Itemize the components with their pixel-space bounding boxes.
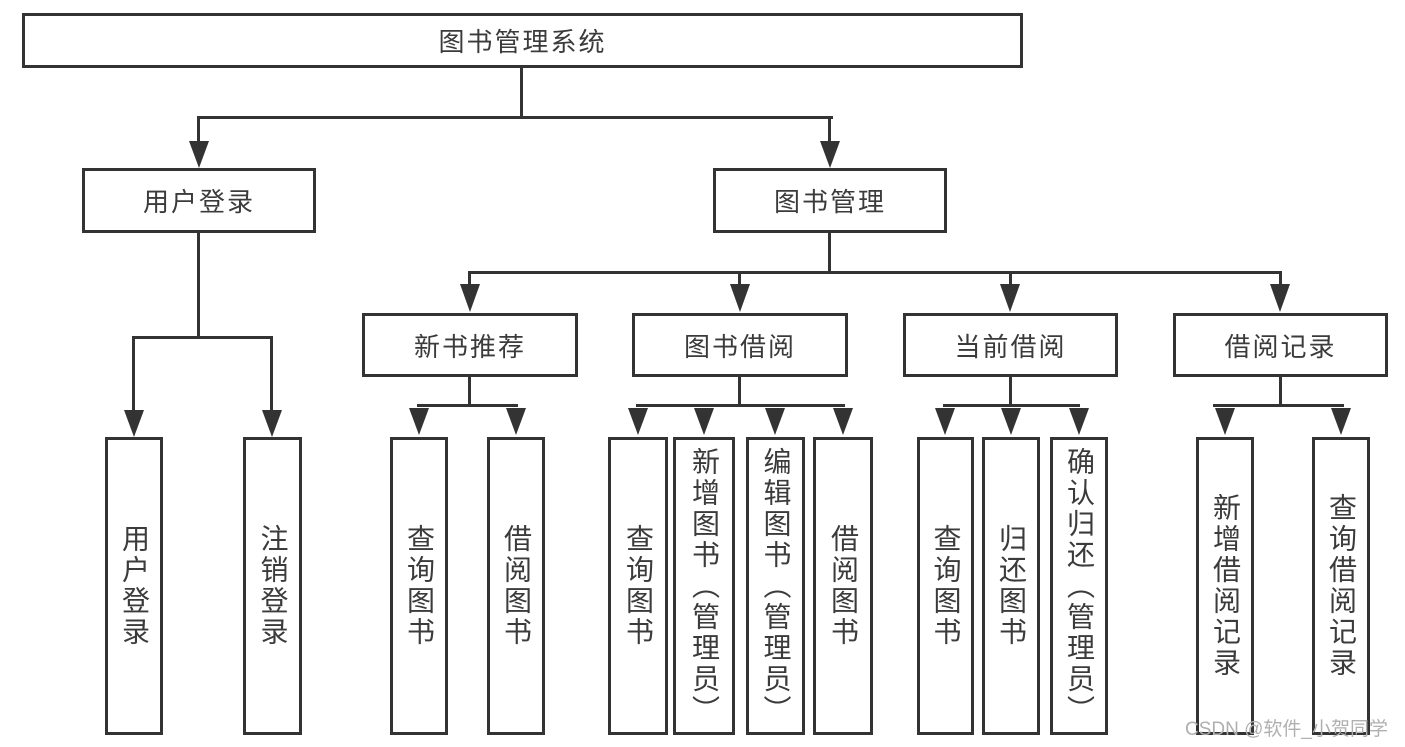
- leaf-return-book-label: 归还图书: [996, 524, 1027, 648]
- arrowhead-icon: [124, 410, 144, 437]
- connector-curborrow-stem: [1009, 377, 1012, 407]
- arrowhead-icon: [730, 284, 750, 312]
- leaf-current-query-label: 查询图书: [930, 524, 962, 648]
- leaf-return-book: 归还图书: [982, 437, 1040, 735]
- connector-bookborrow-rail: [636, 404, 845, 407]
- leaf-borrow-query: 查询图书: [608, 437, 668, 735]
- leaf-record-query-label: 查询借阅记录: [1326, 493, 1357, 679]
- node-root-label: 图书管理系统: [438, 27, 607, 57]
- arrowhead-icon: [409, 408, 429, 435]
- arrowhead-icon: [506, 408, 526, 435]
- node-book-borrow-label: 图书借阅: [683, 331, 796, 362]
- leaf-borrow-query-label: 查询图书: [623, 524, 654, 648]
- leaf-newbook-query: 查询图书: [390, 437, 448, 735]
- arrowhead-icon: [1215, 408, 1235, 435]
- leaf-user-login-label: 用户登录: [119, 524, 150, 648]
- leaf-newbook-borrow: 借阅图书: [487, 437, 545, 735]
- arrowhead-icon: [1001, 408, 1021, 435]
- leaf-newbook-borrow-label: 借阅图书: [501, 524, 532, 648]
- connector-root-stem: [520, 68, 523, 119]
- node-user-login: 用户登录: [82, 168, 316, 233]
- node-book-borrow: 图书借阅: [632, 313, 848, 377]
- leaf-borrow-add-admin-label: 新增图书（管理员）: [689, 446, 720, 726]
- leaf-record-add: 新增借阅记录: [1196, 437, 1254, 735]
- connector-module-stub: [1279, 274, 1282, 288]
- connector-user-login-rail: [132, 336, 273, 339]
- leaf-confirm-return-admin-label: 确认归还（管理员）: [1064, 446, 1095, 726]
- connector-user-login-stub: [197, 119, 200, 143]
- arrowhead-icon: [460, 284, 480, 312]
- connector-record-rail: [1213, 404, 1344, 407]
- connector-level2-rail: [197, 116, 833, 119]
- leaf-borrow-edit-admin: 编辑图书（管理员）: [746, 437, 805, 735]
- node-borrow-record-label: 借阅记录: [1224, 331, 1337, 362]
- node-current-borrow: 当前借阅: [903, 313, 1118, 377]
- leaf-logout: 注销登录: [243, 437, 302, 735]
- arrowhead-icon: [694, 408, 714, 435]
- node-book-management-label: 图书管理: [773, 187, 886, 217]
- leaf-borrow-book: 借阅图书: [813, 437, 873, 735]
- connector-leaf-stub: [270, 339, 273, 413]
- node-borrow-record: 借阅记录: [1173, 313, 1388, 377]
- arrowhead-icon: [935, 408, 955, 435]
- connector-curborrow-rail: [943, 404, 1080, 407]
- node-root-system: 图书管理系统: [22, 13, 1023, 68]
- node-book-management: 图书管理: [713, 168, 947, 233]
- node-current-borrow-label: 当前借阅: [954, 331, 1067, 362]
- leaf-borrow-edit-admin-label: 编辑图书（管理员）: [760, 446, 792, 726]
- arrowhead-icon: [833, 408, 853, 435]
- connector-module-stub: [1009, 274, 1012, 288]
- arrowhead-icon: [1000, 284, 1020, 312]
- leaf-user-login: 用户登录: [105, 437, 163, 735]
- arrowhead-icon: [189, 141, 209, 168]
- arrowhead-icon: [628, 408, 648, 435]
- node-new-book-recommend-label: 新书推荐: [413, 331, 526, 362]
- arrowhead-icon: [1069, 408, 1089, 435]
- connector-newbook-stem: [468, 377, 471, 407]
- leaf-newbook-query-label: 查询图书: [404, 524, 435, 648]
- arrowhead-icon: [765, 408, 785, 435]
- node-user-login-label: 用户登录: [142, 187, 255, 217]
- connector-newbook-rail: [417, 404, 518, 407]
- connector-book-mgmt-stem: [828, 233, 831, 274]
- leaf-logout-label: 注销登录: [257, 524, 289, 648]
- arrowhead-icon: [1270, 284, 1290, 312]
- connector-bookborrow-stem: [738, 377, 741, 407]
- leaf-record-add-label: 新增借阅记录: [1210, 493, 1241, 679]
- leaf-record-query: 查询借阅记录: [1312, 437, 1370, 735]
- arrowhead-icon: [1331, 408, 1351, 435]
- leaf-current-query: 查询图书: [917, 437, 974, 735]
- arrowhead-icon: [820, 141, 840, 168]
- connector-user-login-stem: [197, 233, 200, 339]
- connector-record-stem: [1279, 377, 1282, 407]
- connector-level3-rail: [468, 271, 1282, 274]
- leaf-borrow-add-admin: 新增图书（管理员）: [673, 437, 735, 735]
- arrowhead-icon: [262, 410, 282, 437]
- connector-module-stub: [468, 274, 471, 288]
- connector-book-mgmt-stub: [828, 119, 831, 143]
- node-new-book-recommend: 新书推荐: [362, 313, 578, 377]
- connector-module-stub: [738, 274, 741, 288]
- csdn-watermark: CSDN @软件_小贺同学: [1185, 719, 1388, 740]
- leaf-borrow-book-label: 借阅图书: [828, 524, 859, 648]
- connector-leaf-stub: [132, 339, 135, 413]
- leaf-confirm-return-admin: 确认归还（管理员）: [1050, 437, 1108, 735]
